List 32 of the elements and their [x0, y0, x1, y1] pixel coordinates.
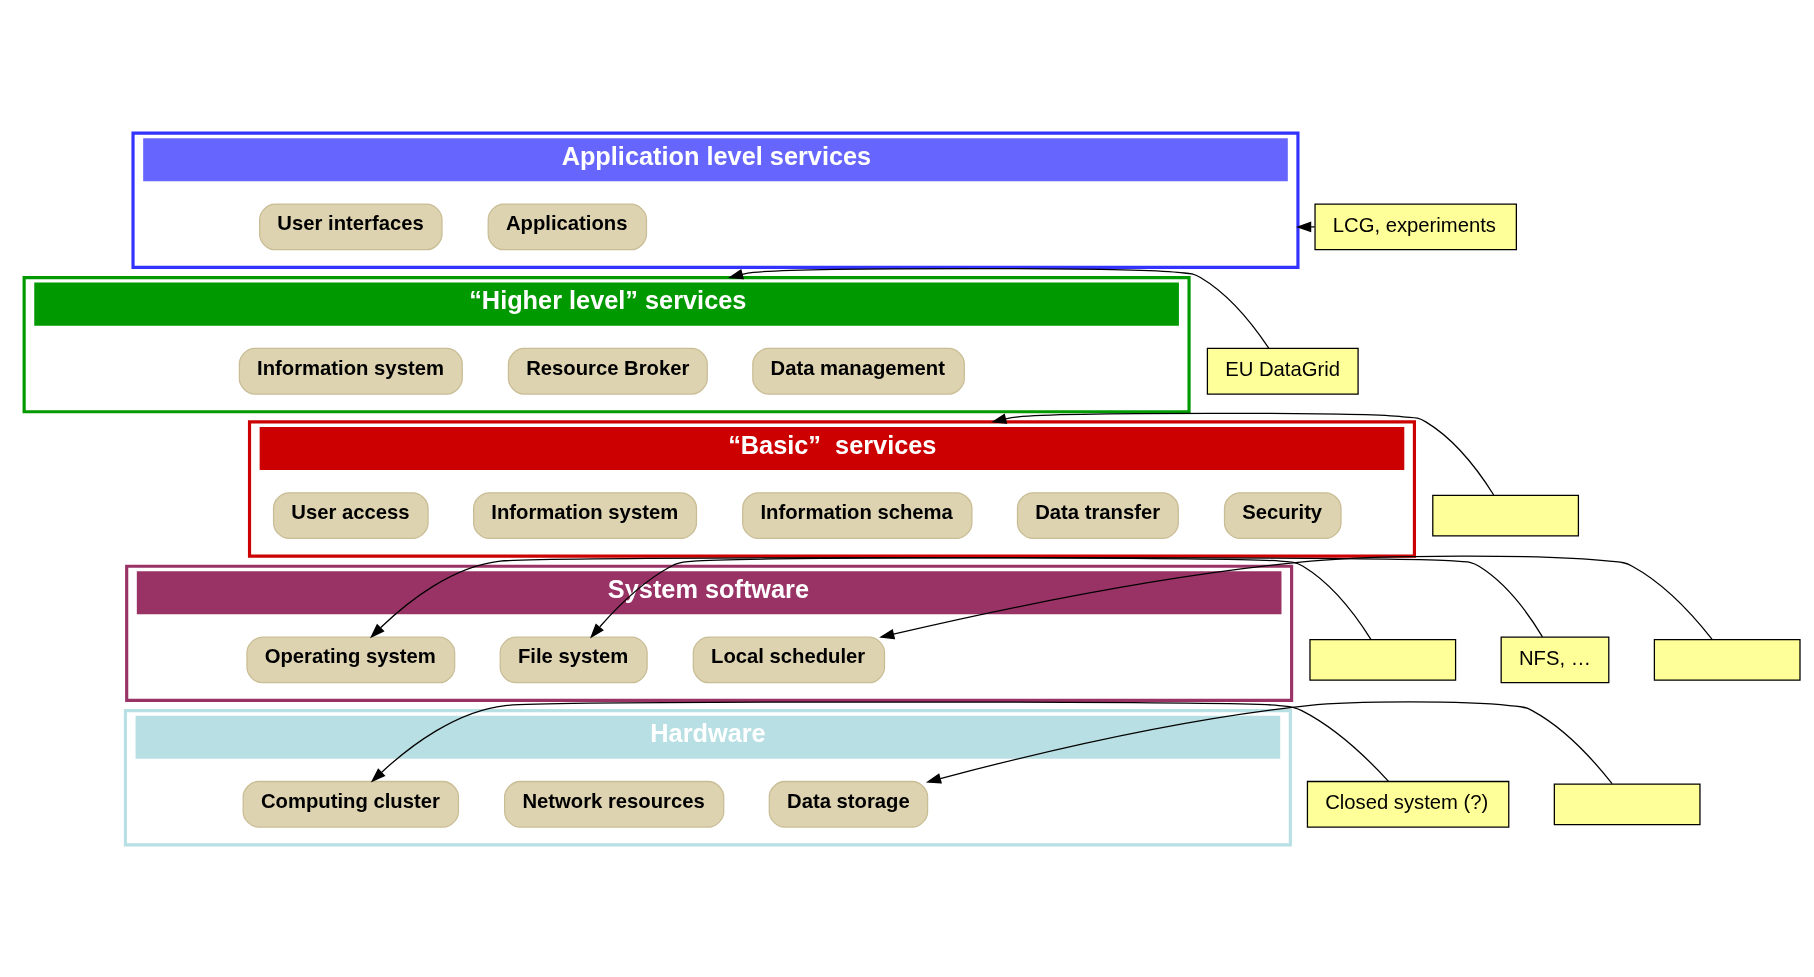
- node-box: Resource Broker: [507, 347, 708, 395]
- node-box: [1653, 638, 1801, 681]
- node-box: User access: [272, 491, 429, 539]
- node-box: [1553, 782, 1701, 825]
- node-box: Closed system (?): [1306, 780, 1510, 828]
- arrow: [370, 700, 1390, 783]
- node-box: NFS, …: [1500, 636, 1610, 683]
- node-box: [1432, 494, 1580, 536]
- arrow: [991, 412, 1495, 496]
- node-box: Computing cluster: [242, 780, 460, 828]
- node-box: Information system: [238, 347, 463, 395]
- node-box: LCG, experiments: [1314, 202, 1517, 250]
- node-box: User interfaces: [259, 202, 443, 250]
- node-box: EU DataGrid: [1206, 347, 1359, 395]
- node-box: File system: [499, 636, 648, 683]
- arrow: [589, 556, 1544, 638]
- node-box: Information system: [473, 491, 698, 539]
- node-box: Security: [1223, 491, 1342, 539]
- node-box: Network resources: [504, 780, 725, 828]
- node-box: Operating system: [246, 636, 456, 683]
- arrow: [369, 556, 1372, 640]
- node-box: [1309, 638, 1457, 681]
- node-box: Data storage: [768, 780, 929, 828]
- node-box: Information schema: [742, 491, 973, 539]
- arrow: [1296, 221, 1316, 232]
- node-box: Local scheduler: [692, 636, 886, 683]
- arrow: [727, 267, 1270, 349]
- node-box: Data transfer: [1016, 491, 1179, 539]
- arrow: [925, 700, 1613, 784]
- node-box: Applications: [487, 202, 648, 250]
- arrow: [879, 555, 1713, 640]
- node-box: Data management: [752, 347, 965, 395]
